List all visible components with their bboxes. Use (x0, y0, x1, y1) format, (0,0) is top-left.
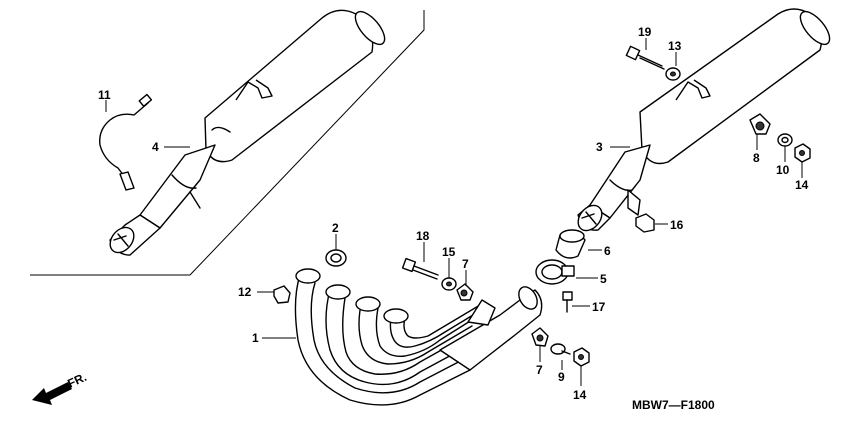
washer-13[interactable] (665, 67, 681, 81)
callout-12: 12 (238, 285, 252, 299)
bolt-18[interactable] (401, 257, 439, 280)
front-label: FR. (65, 370, 88, 391)
exhaust-band[interactable] (535, 259, 575, 285)
callout-7-lower: 7 (536, 363, 543, 377)
callout-15: 15 (442, 245, 456, 259)
callout-17: 17 (592, 300, 606, 314)
callout-8: 8 (753, 151, 760, 165)
callout-labels: 11 4 3 2 1 12 18 15 7 19 13 8 10 14 16 6… (98, 25, 809, 402)
exhaust-manifold[interactable] (294, 268, 543, 406)
callout-2: 2 (332, 221, 339, 235)
inset-frame (30, 10, 425, 276)
right-muffler[interactable] (573, 7, 834, 235)
bolt-12[interactable] (273, 285, 291, 304)
gasket[interactable] (325, 249, 347, 267)
rubber-mount-7-upper[interactable] (456, 283, 474, 301)
nut-16[interactable] (635, 213, 655, 233)
washer-15[interactable] (441, 277, 457, 291)
nut-14-lower[interactable] (573, 347, 590, 367)
callout-11: 11 (98, 88, 111, 102)
collar-10[interactable] (777, 133, 793, 147)
callout-10: 10 (776, 163, 790, 177)
rubber-mount-8[interactable] (749, 113, 771, 135)
collar-9[interactable] (550, 343, 571, 355)
callout-3: 3 (596, 140, 603, 154)
left-muffler[interactable] (105, 7, 389, 257)
nut-14-upper[interactable] (794, 143, 811, 163)
rubber-mount-7-lower[interactable] (531, 327, 549, 347)
arrow-icon (32, 382, 72, 405)
callout-14-lower: 14 (573, 388, 587, 402)
callout-19: 19 (638, 25, 652, 39)
callout-18: 18 (416, 229, 430, 243)
callout-1: 1 (252, 331, 259, 345)
callout-9: 9 (558, 370, 565, 384)
front-direction-indicator: FR. (32, 370, 89, 405)
bolt-19[interactable] (625, 45, 665, 70)
callout-14-upper: 14 (795, 178, 809, 192)
callout-7-upper: 7 (462, 257, 469, 271)
callout-5: 5 (600, 272, 607, 286)
o2-sensor[interactable] (99, 93, 153, 191)
leader-lines (105, 38, 803, 386)
joint-collar[interactable] (555, 229, 586, 259)
bolt-17[interactable] (562, 291, 573, 313)
callout-6: 6 (604, 244, 611, 258)
callout-16: 16 (670, 218, 684, 232)
diagram-code: MBW7—F1800 (632, 398, 715, 412)
callout-13: 13 (668, 39, 682, 53)
header-flanges (295, 268, 409, 324)
callout-4: 4 (152, 140, 159, 154)
